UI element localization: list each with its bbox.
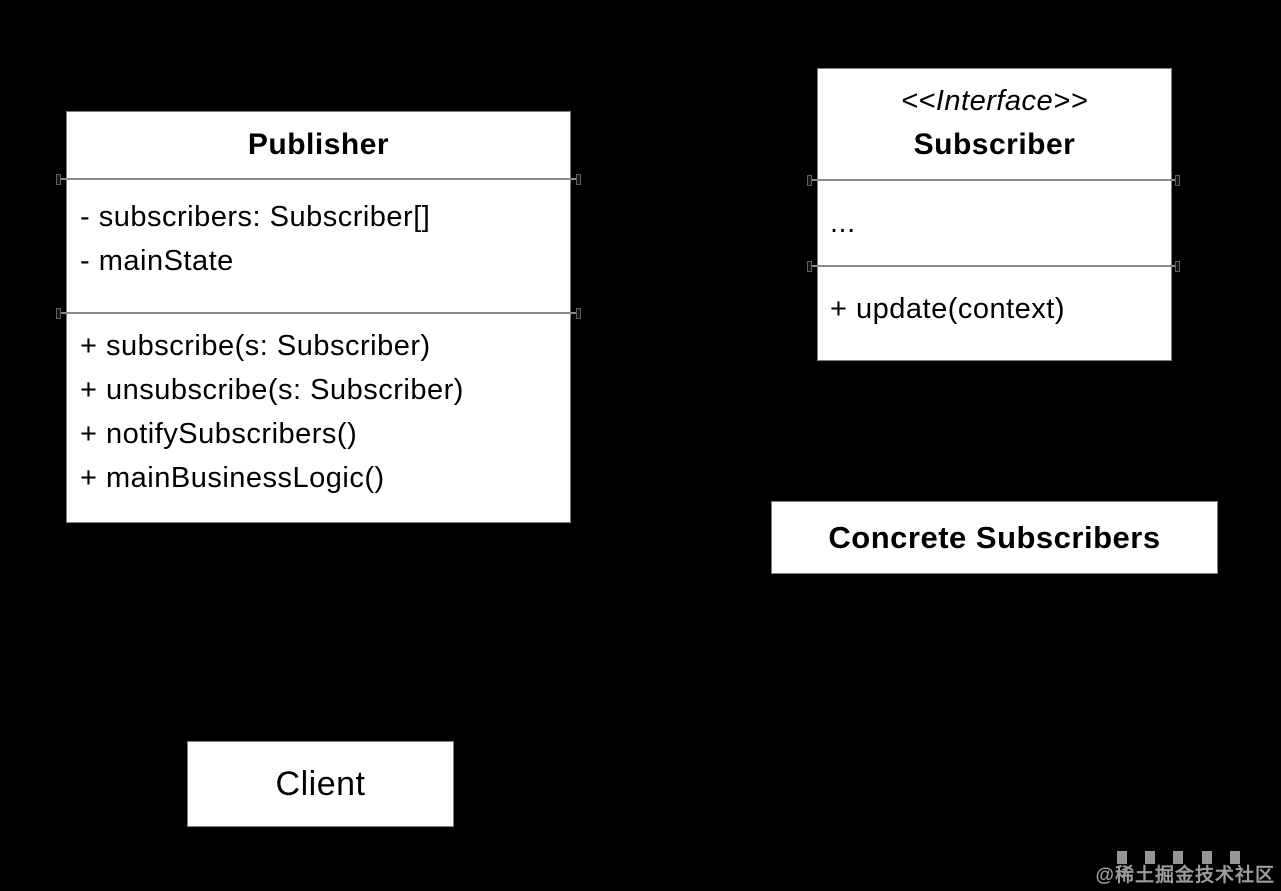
- publisher-methods-section: + subscribe(s: Subscriber) + unsubscribe…: [67, 314, 570, 522]
- subscriber-class-title: Subscriber: [913, 128, 1076, 161]
- client-box: Client: [187, 741, 454, 827]
- subscriber-methods-section: + update(context): [818, 267, 1171, 360]
- connector-remnant-tick: [56, 308, 61, 319]
- watermark-text: @稀土掘金技术社区: [1095, 865, 1275, 886]
- class-method: + notifySubscribers(): [80, 418, 358, 450]
- watermark-fragment: [1230, 851, 1240, 864]
- subscriber-interface-box: <<Interface>> Subscriber ... + update(co…: [807, 68, 1180, 361]
- class-method: + unsubscribe(s: Subscriber): [80, 374, 464, 406]
- publisher-class-box: Publisher - subscribers: Subscriber[] - …: [56, 111, 581, 523]
- subscriber-attributes-section: ...: [818, 181, 1171, 263]
- client-label: Client: [275, 764, 366, 803]
- class-attribute: ...: [830, 207, 856, 239]
- connector-remnant-tick: [576, 308, 581, 319]
- publisher-class-title: Publisher: [247, 128, 390, 161]
- class-attribute: - mainState: [80, 245, 234, 277]
- class-method: + subscribe(s: Subscriber): [80, 330, 431, 362]
- watermark-fragment: [1202, 851, 1212, 864]
- subscriber-title-section: <<Interface>> Subscriber: [818, 69, 1171, 179]
- publisher-divider-1: [60, 178, 577, 180]
- publisher-attributes-section: - subscribers: Subscriber[] - mainState: [67, 180, 570, 310]
- connector-remnant-tick: [1175, 261, 1180, 272]
- watermark-fragment: [1173, 851, 1183, 864]
- concrete-subscribers-box: Concrete Subscribers: [771, 501, 1218, 574]
- class-method: + update(context): [830, 293, 1066, 325]
- connector-remnant-tick: [56, 174, 61, 185]
- connector-remnant-tick: [807, 175, 812, 186]
- connector-remnant-tick: [807, 261, 812, 272]
- interface-stereotype: <<Interface>>: [900, 85, 1089, 117]
- subscriber-divider-2: [811, 265, 1178, 267]
- watermark-fragment: [1117, 851, 1127, 864]
- class-method: + mainBusinessLogic(): [80, 462, 385, 494]
- publisher-divider-2: [60, 312, 577, 314]
- watermark-fragment: [1145, 851, 1155, 864]
- class-attribute: - subscribers: Subscriber[]: [80, 201, 431, 233]
- concrete-subscribers-label: Concrete Subscribers: [828, 519, 1161, 555]
- connector-remnant-tick: [1175, 175, 1180, 186]
- connector-remnant-tick: [576, 174, 581, 185]
- subscriber-divider-1: [811, 179, 1178, 181]
